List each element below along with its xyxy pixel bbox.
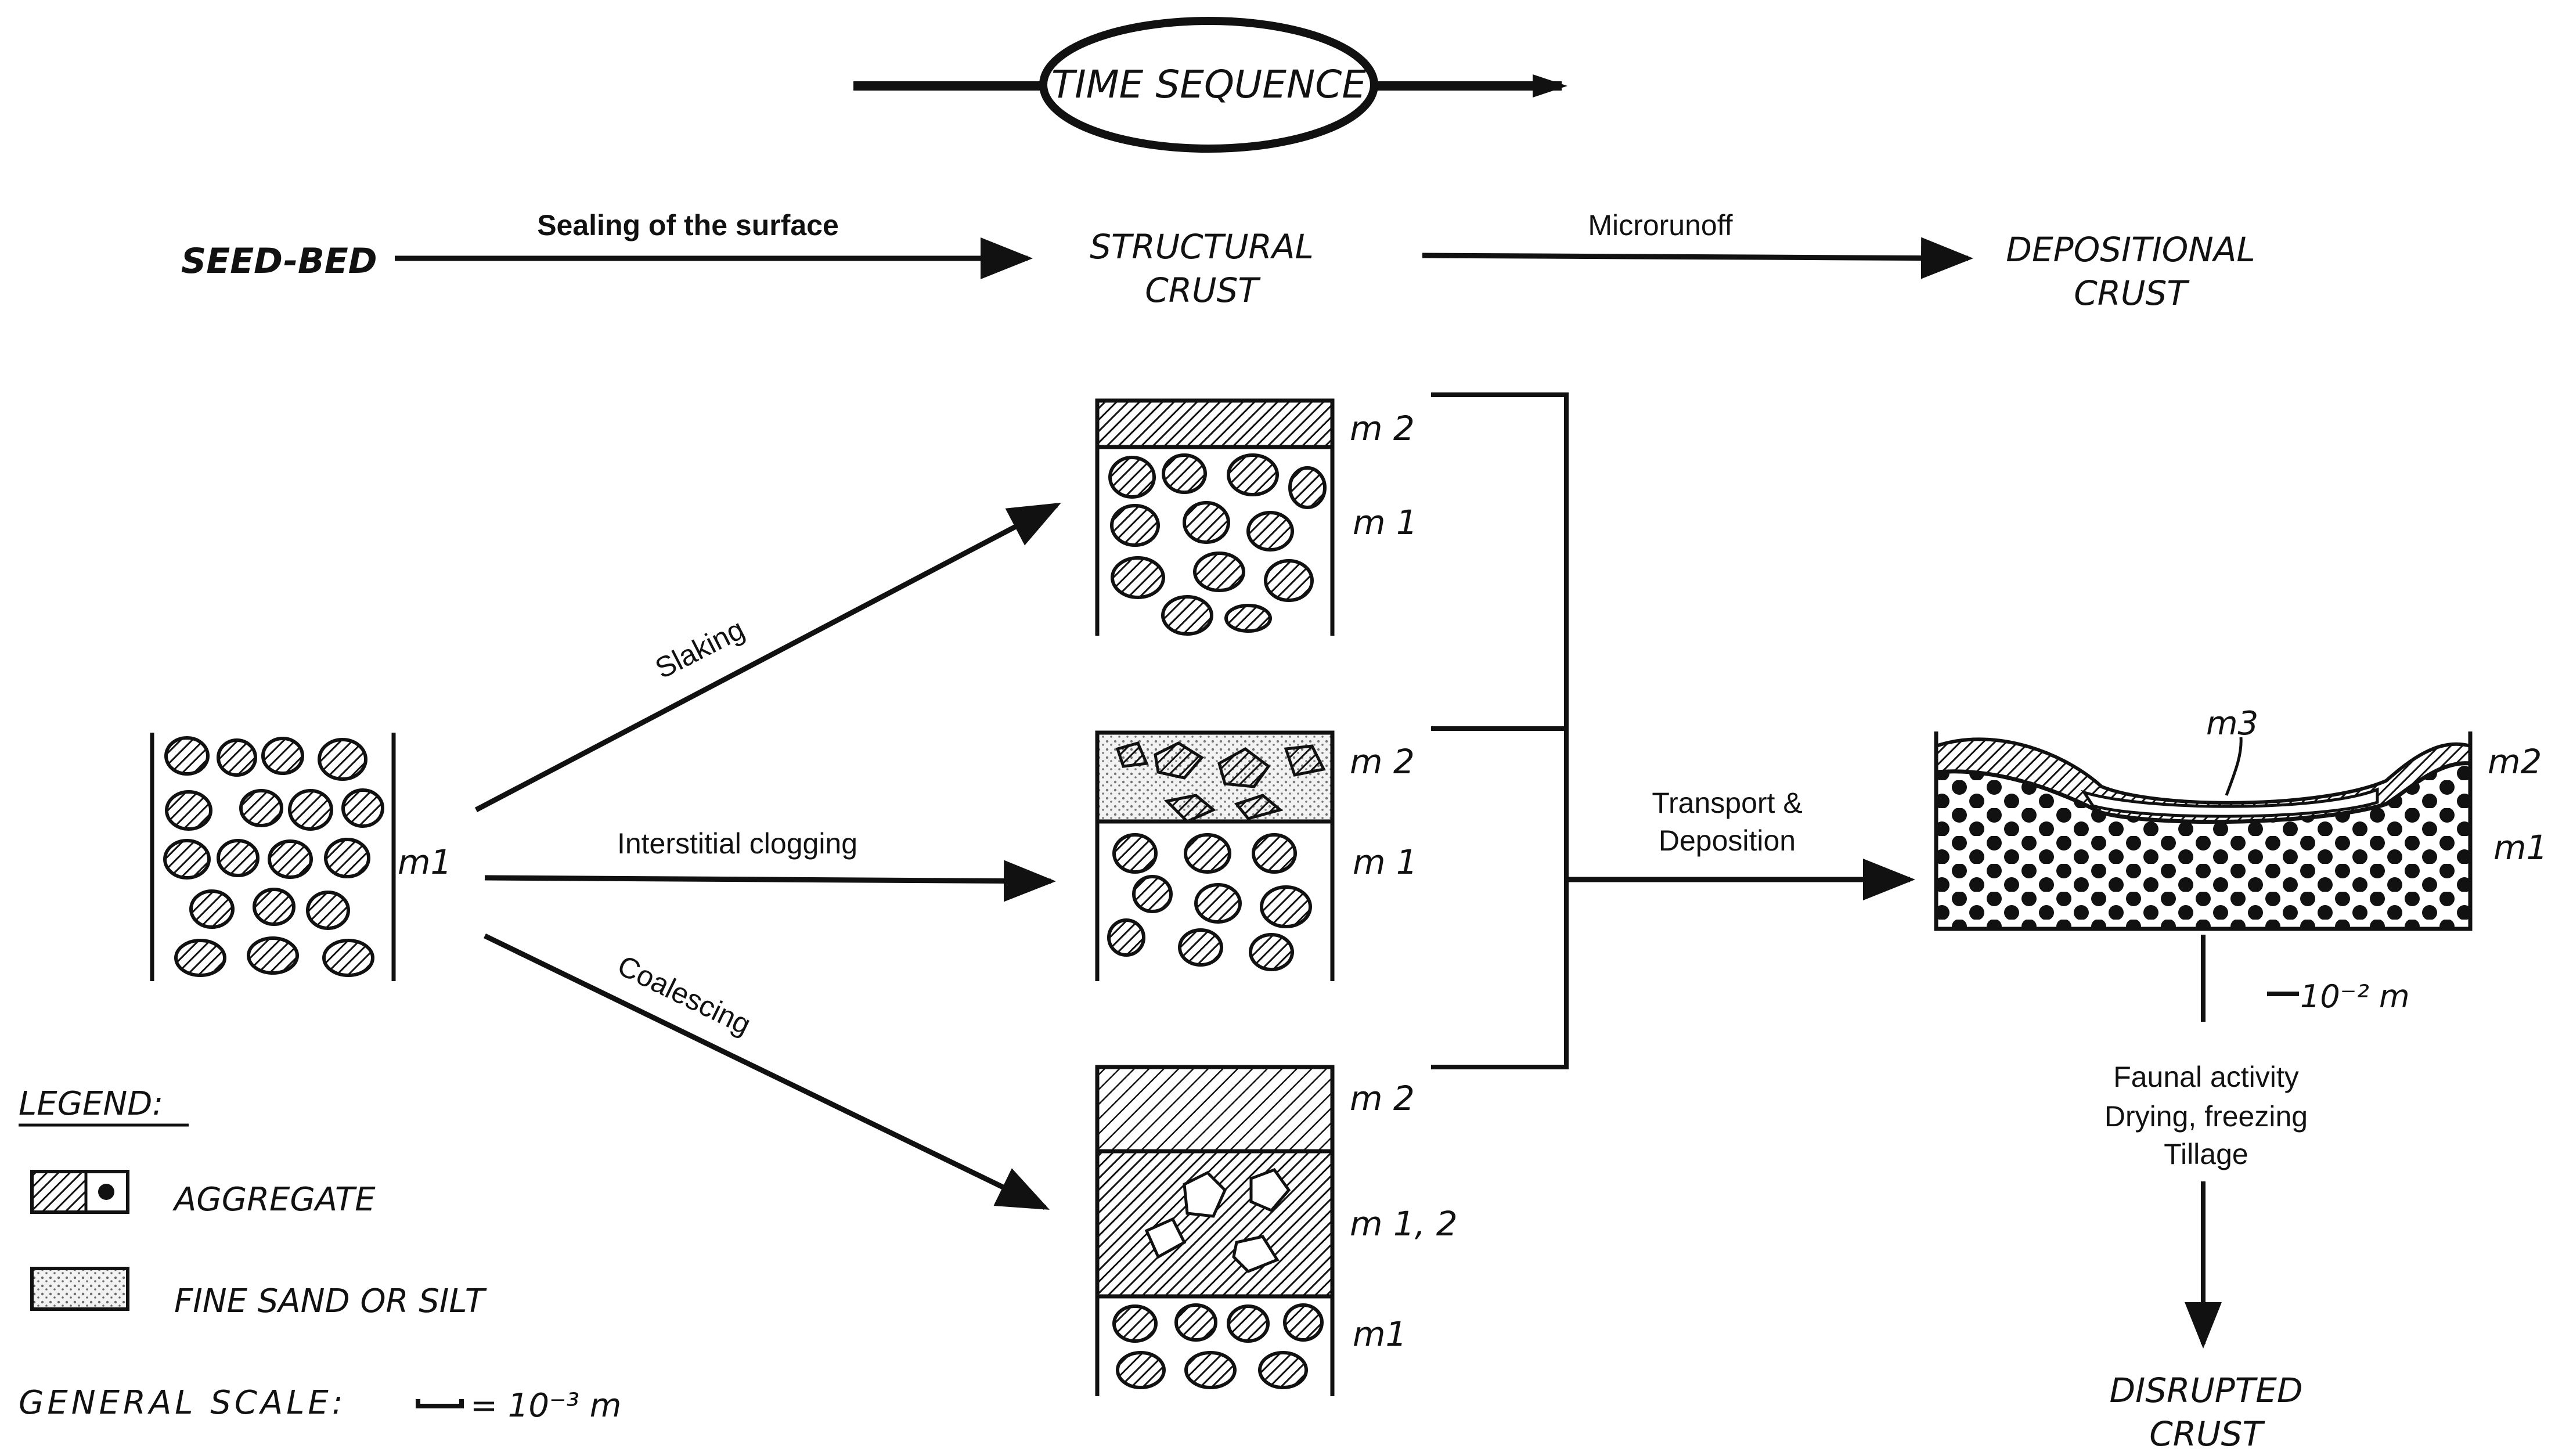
clogging-m2-label: m 2 <box>1350 742 1415 781</box>
coalescing-m2-label: m 2 <box>1350 1079 1415 1118</box>
seed-bed-label: SEED-BED <box>181 241 377 282</box>
aggregate-legend-label: AGGREGATE <box>172 1181 376 1219</box>
depositional-m1-label: m1 <box>2493 828 2547 867</box>
general-scale-bar <box>418 1399 462 1406</box>
depositional-m2-label: m2 <box>2488 742 2542 781</box>
branch-arrows: Slaking Interstitial clogging Coalescing <box>476 505 1057 1208</box>
disruption-label-line1: Faunal activity <box>2113 1061 2299 1093</box>
coalescing-m12-layer <box>1097 1151 1332 1296</box>
depositional-label-line2: CRUST <box>2074 273 2190 313</box>
fine-sand-legend-swatch <box>32 1268 128 1309</box>
slaking-crust-box: m 2 m 1 <box>1097 401 1418 636</box>
time-sequence-title: TIME SEQUENCE <box>1051 62 1366 107</box>
coalescing-label: Coalescing <box>612 949 756 1041</box>
disrupted-label-line1: DISRUPTED <box>2109 1371 2302 1410</box>
disruption-path: Faunal activity Drying, freezing Tillage… <box>2104 935 2308 1454</box>
convergence-bracket: Transport & Deposition <box>1431 392 1910 1069</box>
coalescing-aggregates <box>1114 1305 1322 1387</box>
coalescing-crust-box: m 2 m 1, 2 m1 <box>1097 1067 1458 1396</box>
general-scale-value: = 10⁻³ m <box>470 1387 621 1425</box>
coalescing-m12-label: m 1, 2 <box>1350 1204 1458 1244</box>
stage-row: SEED-BED Sealing of the surface STRUCTUR… <box>181 209 2255 313</box>
coalescing-m1-label: m1 <box>1353 1314 1407 1354</box>
slaking-m1-label: m 1 <box>1353 503 1418 542</box>
depositional-label-line1: DEPOSITIONAL <box>2006 230 2255 269</box>
slaking-m2-label: m 2 <box>1350 409 1415 448</box>
disruption-label-line2: Drying, freezing <box>2104 1100 2308 1133</box>
depositional-scale-label: 10⁻² m <box>2300 978 2410 1015</box>
clogging-crust-box: m 2 m 1 <box>1097 733 1418 981</box>
interstitial-arrow <box>485 878 1051 881</box>
legend-title: LEGEND: <box>19 1085 163 1123</box>
structural-label-line1: STRUCTURAL <box>1090 227 1314 266</box>
fine-sand-legend-label: FINE SAND OR SILT <box>174 1282 487 1320</box>
structural-label-line2: CRUST <box>1145 271 1261 310</box>
microrunoff-arrow <box>1422 255 1968 258</box>
time-sequence-header: TIME SEQUENCE <box>853 21 1567 149</box>
slaking-arrow <box>476 505 1057 810</box>
coalescing-m2-layer <box>1097 1067 1332 1151</box>
microrunoff-label: Microrunoff <box>1588 209 1732 242</box>
general-scale-label: GENERAL SCALE: <box>19 1384 347 1422</box>
depositional-m3-label: m3 <box>2206 705 2258 743</box>
disrupted-label-line2: CRUST <box>2149 1414 2265 1454</box>
legend: LEGEND: AGGREGATE FINE SAND OR SILT GENE… <box>19 1085 621 1425</box>
clogging-m1-label: m 1 <box>1353 842 1418 882</box>
seed-bed-box: m1 <box>152 733 452 981</box>
disruption-label-line3: Tillage <box>2164 1138 2248 1170</box>
transport-label-line2: Deposition <box>1659 824 1796 857</box>
clogging-aggregates <box>1109 835 1310 970</box>
aggregate-legend-swatch <box>32 1172 128 1212</box>
time-sequence-arrowhead <box>1533 74 1567 98</box>
sealing-label: Sealing of the surface <box>537 209 839 242</box>
depositional-crust-box: m3 m2 m1 10⁻² m <box>1936 705 2547 1015</box>
coalescing-arrow <box>485 936 1045 1208</box>
slaking-aggregates <box>1110 455 1325 634</box>
seed-bed-aggregates <box>165 738 383 975</box>
slaking-m2-layer <box>1097 401 1332 447</box>
interstitial-label: Interstitial clogging <box>617 827 857 860</box>
transport-label-line1: Transport & <box>1652 787 1802 819</box>
seed-bed-m1-label: m1 <box>398 842 452 882</box>
